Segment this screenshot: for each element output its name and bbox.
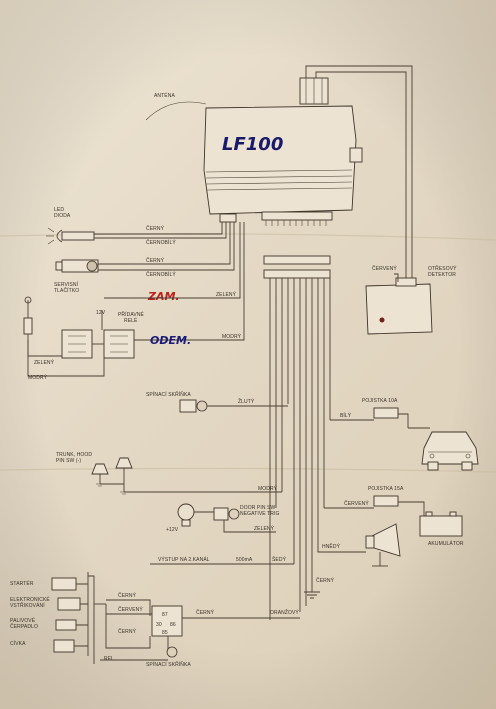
siren-icon [365,523,401,567]
door-light-icon [177,503,195,527]
harness-connector [263,255,331,279]
immob-wire-red: ČERVENÝ [118,606,143,613]
shock-sensor-icon [365,277,433,335]
service-wire-1: ČERNÝ [146,257,165,264]
service-label-1: SERVISNÍ [54,281,79,288]
switch-label: SPÍNACÍ SKŘÍŇKA [146,390,191,398]
immob-relay-label: REL [104,656,114,662]
ignition-switch-icon [179,399,208,413]
door-label-1: DOOR PIN SW [240,505,275,511]
immob-pin-85: 85 [162,630,168,636]
immob-wire-orange: ORANŽOVÝ [270,608,299,616]
battery-icon [419,511,463,537]
immob-item-coil: CÍVKA [10,640,26,647]
immob-item-fuel: PALIVOVÉ [10,617,36,624]
lock-handwritten: ZAM. [147,290,180,303]
switch-wire-label: ŽLUTÝ [238,397,255,405]
relay-label-2: RELÉ [124,317,138,324]
led-wire-1: ČERNÝ [146,225,165,232]
lock-wire-label: ZELENÝ [216,291,237,298]
unlock-handwritten: ODEM. [150,334,191,347]
immob-item-starter: STARTÉR [10,580,34,587]
immob-pin-87: 87 [162,612,168,618]
immob-item-injection: VSTŘIKOVÁNÍ [10,601,45,609]
output-current: 500mA [236,557,253,563]
door-label-2: NEGATIVE TRIG [240,511,279,517]
fuse15-wire-label: ČERVENÝ [344,500,369,507]
immob-wire-black-2: ČERNÝ [118,628,137,635]
control-unit [203,77,363,226]
battery-label: AKUMULÁTOR [428,540,464,547]
immob-item-electronic: ELEKTRONICKÉ [10,596,50,603]
relay-wire-green: ZELENÝ [34,359,55,366]
fuse10-icon [373,407,399,419]
trunk-label-2: PIN SW (-) [56,458,81,464]
door-pin-switch-icon [213,507,240,521]
shock-label-1: OTŘESOVÝ [428,264,457,272]
relay-label-1: PŘÍDAVNÉ [118,310,145,318]
module-title: LF100 [222,134,283,155]
immob-pin-30: 30 [156,622,162,628]
relay-wire-blue: MODRÝ [28,374,48,381]
fuse10-wire-label: BÍLÝ [340,412,352,419]
immob-wire-black-3: ČERNÝ [196,609,215,616]
unlock-wire-label: MODRÝ [222,333,242,340]
trunk-wire-label: MODRÝ [258,485,278,492]
output-label: VÝSTUP NA 2.KANÁL [158,556,210,563]
trunk-label-1: TRUNK, HOOD [56,452,92,458]
immob-item-pump: ČERPADLO [10,623,38,630]
immob-wire-black-1: ČERNÝ [118,592,137,599]
fuse15-label: POJISTKA 15A [368,486,404,492]
relay-left-icon [61,329,93,359]
door-wire-label: ZELENÝ [254,525,275,532]
harness-wires [269,278,331,620]
led-wire-2: ČERNOBÍLÝ [146,239,176,246]
relay-voltage: 12V [96,310,106,316]
immobilizer-block: STARTÉR ELEKTRONICKÉ VSTŘIKOVÁNÍ PALIVOV… [10,572,300,668]
fuse15-icon [373,495,399,507]
shock-wire-label: ČERVENÝ [372,265,397,272]
fuse10-label: POJISTKA 10A [362,398,398,404]
led-icon [46,227,95,245]
immob-pin-86: 86 [170,622,176,628]
trunk-pin-switch-icon [91,457,133,492]
antenna-label: ANTÉNA [154,92,175,99]
led-label-1: LED [54,207,64,213]
immob-switch-label: SPÍNACÍ SKŘÍŇKA [146,660,191,668]
relay-right-icon [103,329,135,359]
siren-wire-label: HNĚDÝ [322,542,341,550]
door-voltage: +12V [166,527,179,533]
shock-label-2: DETEKTOR [428,272,456,278]
output-wire-label: ŠEDÝ [272,556,287,563]
service-label-2: TLAČÍTKO [54,287,79,294]
car-icon [421,431,479,471]
service-wire-2: ČERNOBÍLÝ [146,271,176,278]
ground-wire-label: ČERNÝ [316,577,335,584]
service-button-icon [55,259,99,273]
led-label-2: DIODA [54,213,71,219]
